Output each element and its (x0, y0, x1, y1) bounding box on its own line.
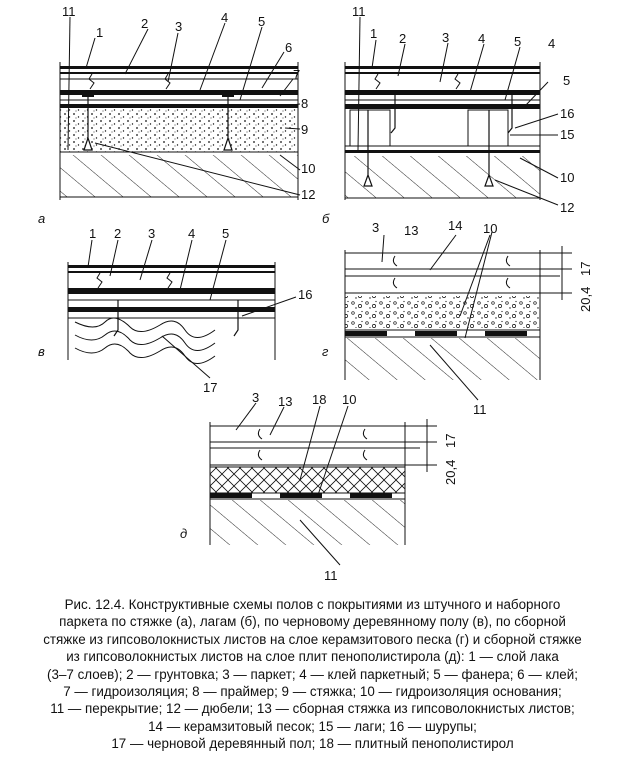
callout-a-1: 1 (96, 25, 103, 40)
dimension-g-bottom: 20,4 (578, 287, 593, 312)
callout-b-15: 15 (560, 127, 574, 142)
callout-b-5b: 5 (563, 73, 570, 88)
callout-g-14: 14 (448, 218, 462, 233)
callout-g-11: 11 (473, 402, 487, 417)
callout-b-16: 16 (560, 106, 574, 121)
caption-line: 17 — черновой деревянный пол; 18 — плитн… (111, 736, 514, 752)
panel-letter-v: в (38, 344, 45, 359)
callout-a-3: 3 (175, 19, 182, 34)
caption-line: 11 — перекрытие; 12 — дюбели; 13 — сборн… (50, 701, 575, 717)
callout-a-12: 12 (301, 187, 315, 202)
panel-d (209, 402, 437, 566)
panel-a (59, 16, 301, 200)
callout-b-4: 4 (478, 31, 485, 46)
callout-b-11: 11 (352, 4, 366, 19)
caption-line: стяжке из гипсоволокнистых листов на сло… (43, 631, 582, 647)
dimension-g-top: 17 (578, 262, 593, 276)
callout-d-18: 18 (312, 392, 326, 407)
callout-d-13: 13 (278, 394, 292, 409)
callout-b-5: 5 (514, 34, 521, 49)
callout-a-5: 5 (258, 14, 265, 29)
panel-v (67, 239, 297, 379)
callout-b-1: 1 (370, 26, 377, 41)
panel-g (344, 231, 572, 401)
callout-v-16: 16 (298, 287, 312, 302)
callout-a-8: 8 (301, 96, 308, 111)
callout-v-1: 1 (89, 226, 96, 241)
caption-line: из гипсоволокнистых листов на слое плит … (66, 649, 559, 665)
callout-g-3: 3 (372, 220, 379, 235)
callout-d-3: 3 (252, 390, 259, 405)
callout-b-3: 3 (442, 30, 449, 45)
callout-a-7: 7 (293, 67, 300, 82)
callout-a-2: 2 (141, 16, 148, 31)
caption-line: паркета по стяжке (а), лагам (б), по чер… (59, 614, 566, 630)
callout-v-4: 4 (188, 226, 195, 241)
callout-v-2: 2 (114, 226, 121, 241)
caption-line: Рис. 12.4. Конструктивные схемы полов с … (64, 597, 561, 612)
panel-letter-g: г (322, 344, 329, 359)
panel-letter-a: а (38, 211, 45, 226)
callout-a-6: 6 (285, 40, 292, 55)
callout-g-13: 13 (404, 223, 418, 238)
callout-a-9: 9 (301, 122, 308, 137)
callout-b-12: 12 (560, 200, 574, 215)
construction-diagram: 11 1 2 3 4 5 6 7 8 9 10 12 а (38, 4, 593, 583)
callout-g-10: 10 (483, 221, 497, 236)
panel-letter-d: д (180, 526, 187, 541)
caption-line: (3–7 слоев); 2 — грунтовка; 3 — паркет; … (47, 666, 578, 682)
callout-b-4b: 4 (548, 36, 555, 51)
caption-line: 14 — керамзитовый песок; 15 — лаги; 16 —… (148, 718, 477, 734)
callout-v-17: 17 (203, 380, 217, 395)
callout-d-10: 10 (342, 392, 356, 407)
callout-a-11: 11 (62, 4, 76, 19)
callout-b-10: 10 (560, 170, 574, 185)
callout-a-10: 10 (301, 161, 315, 176)
panel-letter-b: б (322, 211, 330, 226)
callout-d-11: 11 (324, 568, 338, 583)
dimension-d-bottom: 20,4 (443, 460, 458, 485)
panel-b (344, 16, 559, 206)
callout-b-2: 2 (399, 31, 406, 46)
callout-a-4: 4 (221, 10, 228, 25)
callout-v-5: 5 (222, 226, 229, 241)
caption-line: 7 — гидроизоляция; 8 — праймер; 9 — стяж… (63, 684, 562, 700)
callout-v-3: 3 (148, 226, 155, 241)
figure-caption: Рис. 12.4. Конструктивные схемы полов с … (8, 596, 617, 753)
dimension-d-top: 17 (443, 434, 458, 448)
